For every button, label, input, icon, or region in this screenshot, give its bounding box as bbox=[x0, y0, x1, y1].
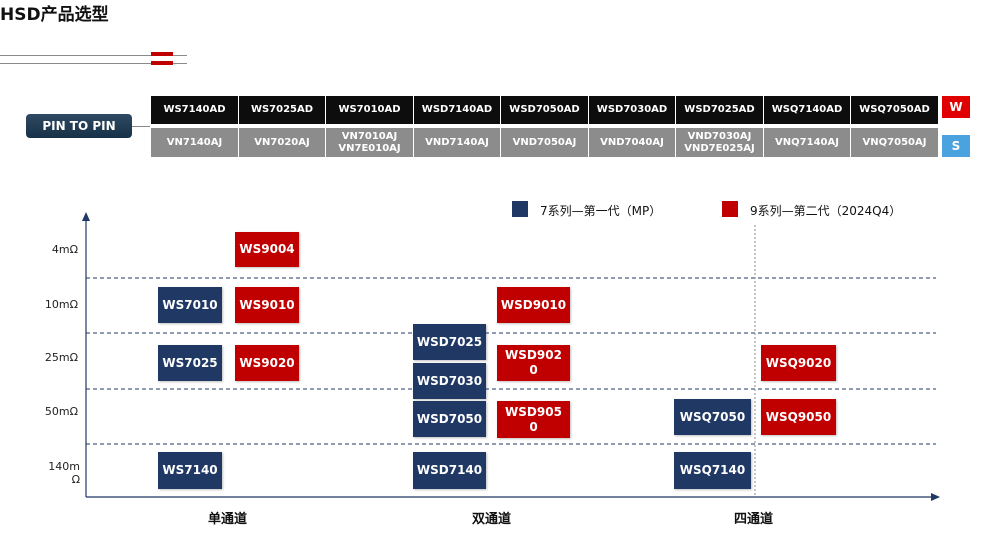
pin-table-s-row: VN7140AJ VN7020AJ VN7010AJ VN7E010AJ VND… bbox=[151, 128, 939, 157]
pin-table-cell: VND7030AJ VND7E025AJ bbox=[676, 128, 764, 157]
pin-table-cell: WSQ7140AD bbox=[764, 96, 851, 124]
pin-table-cell: VN7020AJ bbox=[239, 128, 326, 157]
pin-table-cell: WS7010AD bbox=[326, 96, 414, 124]
page-title: HSD产品选型 bbox=[0, 5, 109, 25]
pin-table-cell: VND7050AJ bbox=[501, 128, 589, 157]
pin-table-cell: VN7010AJ VN7E010AJ bbox=[326, 128, 414, 157]
title-accent-mark bbox=[151, 52, 173, 56]
pin-table-cell: VND7040AJ bbox=[589, 128, 676, 157]
pin-table-cell: WSQ7050AD bbox=[851, 96, 939, 124]
pin-table-cell: VN7140AJ bbox=[151, 128, 239, 157]
product-chip-ws7140: WS7140 bbox=[158, 452, 222, 489]
product-chip-wsd7140: WSD7140 bbox=[413, 452, 486, 489]
product-chip-wsd7030: WSD7030 bbox=[413, 363, 486, 399]
pin-table-cell: WS7025AD bbox=[239, 96, 326, 124]
product-chip-wsq7140: WSQ7140 bbox=[674, 452, 751, 489]
pin-connector-line bbox=[132, 126, 150, 127]
pin-table-cell: WSD7050AD bbox=[501, 96, 589, 124]
tag-w: W bbox=[942, 96, 970, 118]
y-label-10mohm: 10mΩ bbox=[44, 298, 78, 311]
x-label-quad-channel: 四通道 bbox=[734, 512, 774, 527]
product-chip-wsq9050: WSQ9050 bbox=[761, 399, 836, 435]
legend-gen7-swatch bbox=[512, 201, 528, 217]
product-chip-wsd9020: WSD9020 bbox=[497, 345, 570, 381]
title-divider-top bbox=[0, 55, 187, 56]
tag-s: S bbox=[942, 135, 970, 157]
pin-to-pin-label: PIN TO PIN bbox=[26, 114, 132, 138]
pin-table-cell: WSD7140AD bbox=[414, 96, 501, 124]
y-label-50mohm: 50mΩ bbox=[44, 405, 78, 418]
product-chip-wsd9010: WSD9010 bbox=[497, 287, 570, 323]
title-divider-bottom bbox=[0, 63, 187, 64]
legend-gen9-label: 9系列—第二代（2024Q4） bbox=[750, 204, 902, 218]
product-chip-ws9010: WS9010 bbox=[235, 287, 299, 323]
x-label-single-channel: 单通道 bbox=[208, 512, 248, 527]
y-label-4mohm: 4mΩ bbox=[51, 243, 78, 256]
pin-table-cell: VND7140AJ bbox=[414, 128, 501, 157]
product-chip-wsd7025: WSD7025 bbox=[413, 324, 486, 360]
product-chip-ws7010: WS7010 bbox=[158, 287, 222, 323]
x-label-dual-channel: 双通道 bbox=[472, 512, 512, 527]
pin-table-cell: VNQ7050AJ bbox=[851, 128, 939, 157]
pin-table-cell: WS7140AD bbox=[151, 96, 239, 124]
title-accent-mark bbox=[151, 61, 173, 65]
pin-table-w-row: WS7140AD WS7025AD WS7010AD WSD7140AD WSD… bbox=[151, 96, 939, 124]
product-chip-wsq9020: WSQ9020 bbox=[761, 345, 836, 381]
pin-table-cell: WSD7030AD bbox=[589, 96, 676, 124]
product-chip-ws9004: WS9004 bbox=[235, 232, 299, 267]
product-chip-ws9020: WS9020 bbox=[235, 345, 299, 381]
legend-gen7-label: 7系列—第一代（MP） bbox=[540, 204, 662, 218]
product-chip-wsq7050: WSQ7050 bbox=[674, 399, 751, 435]
legend-gen9-swatch bbox=[722, 201, 738, 217]
product-chip-wsd7050: WSD7050 bbox=[413, 401, 486, 437]
product-chip-ws7025: WS7025 bbox=[158, 345, 222, 381]
pin-table-cell: WSD7025AD bbox=[676, 96, 764, 124]
y-label-140mohm: 140m Ω bbox=[48, 460, 80, 486]
product-chip-wsd9050: WSD9050 bbox=[497, 401, 570, 438]
pin-table-cell: VNQ7140AJ bbox=[764, 128, 851, 157]
y-label-25mohm: 25mΩ bbox=[44, 351, 78, 364]
